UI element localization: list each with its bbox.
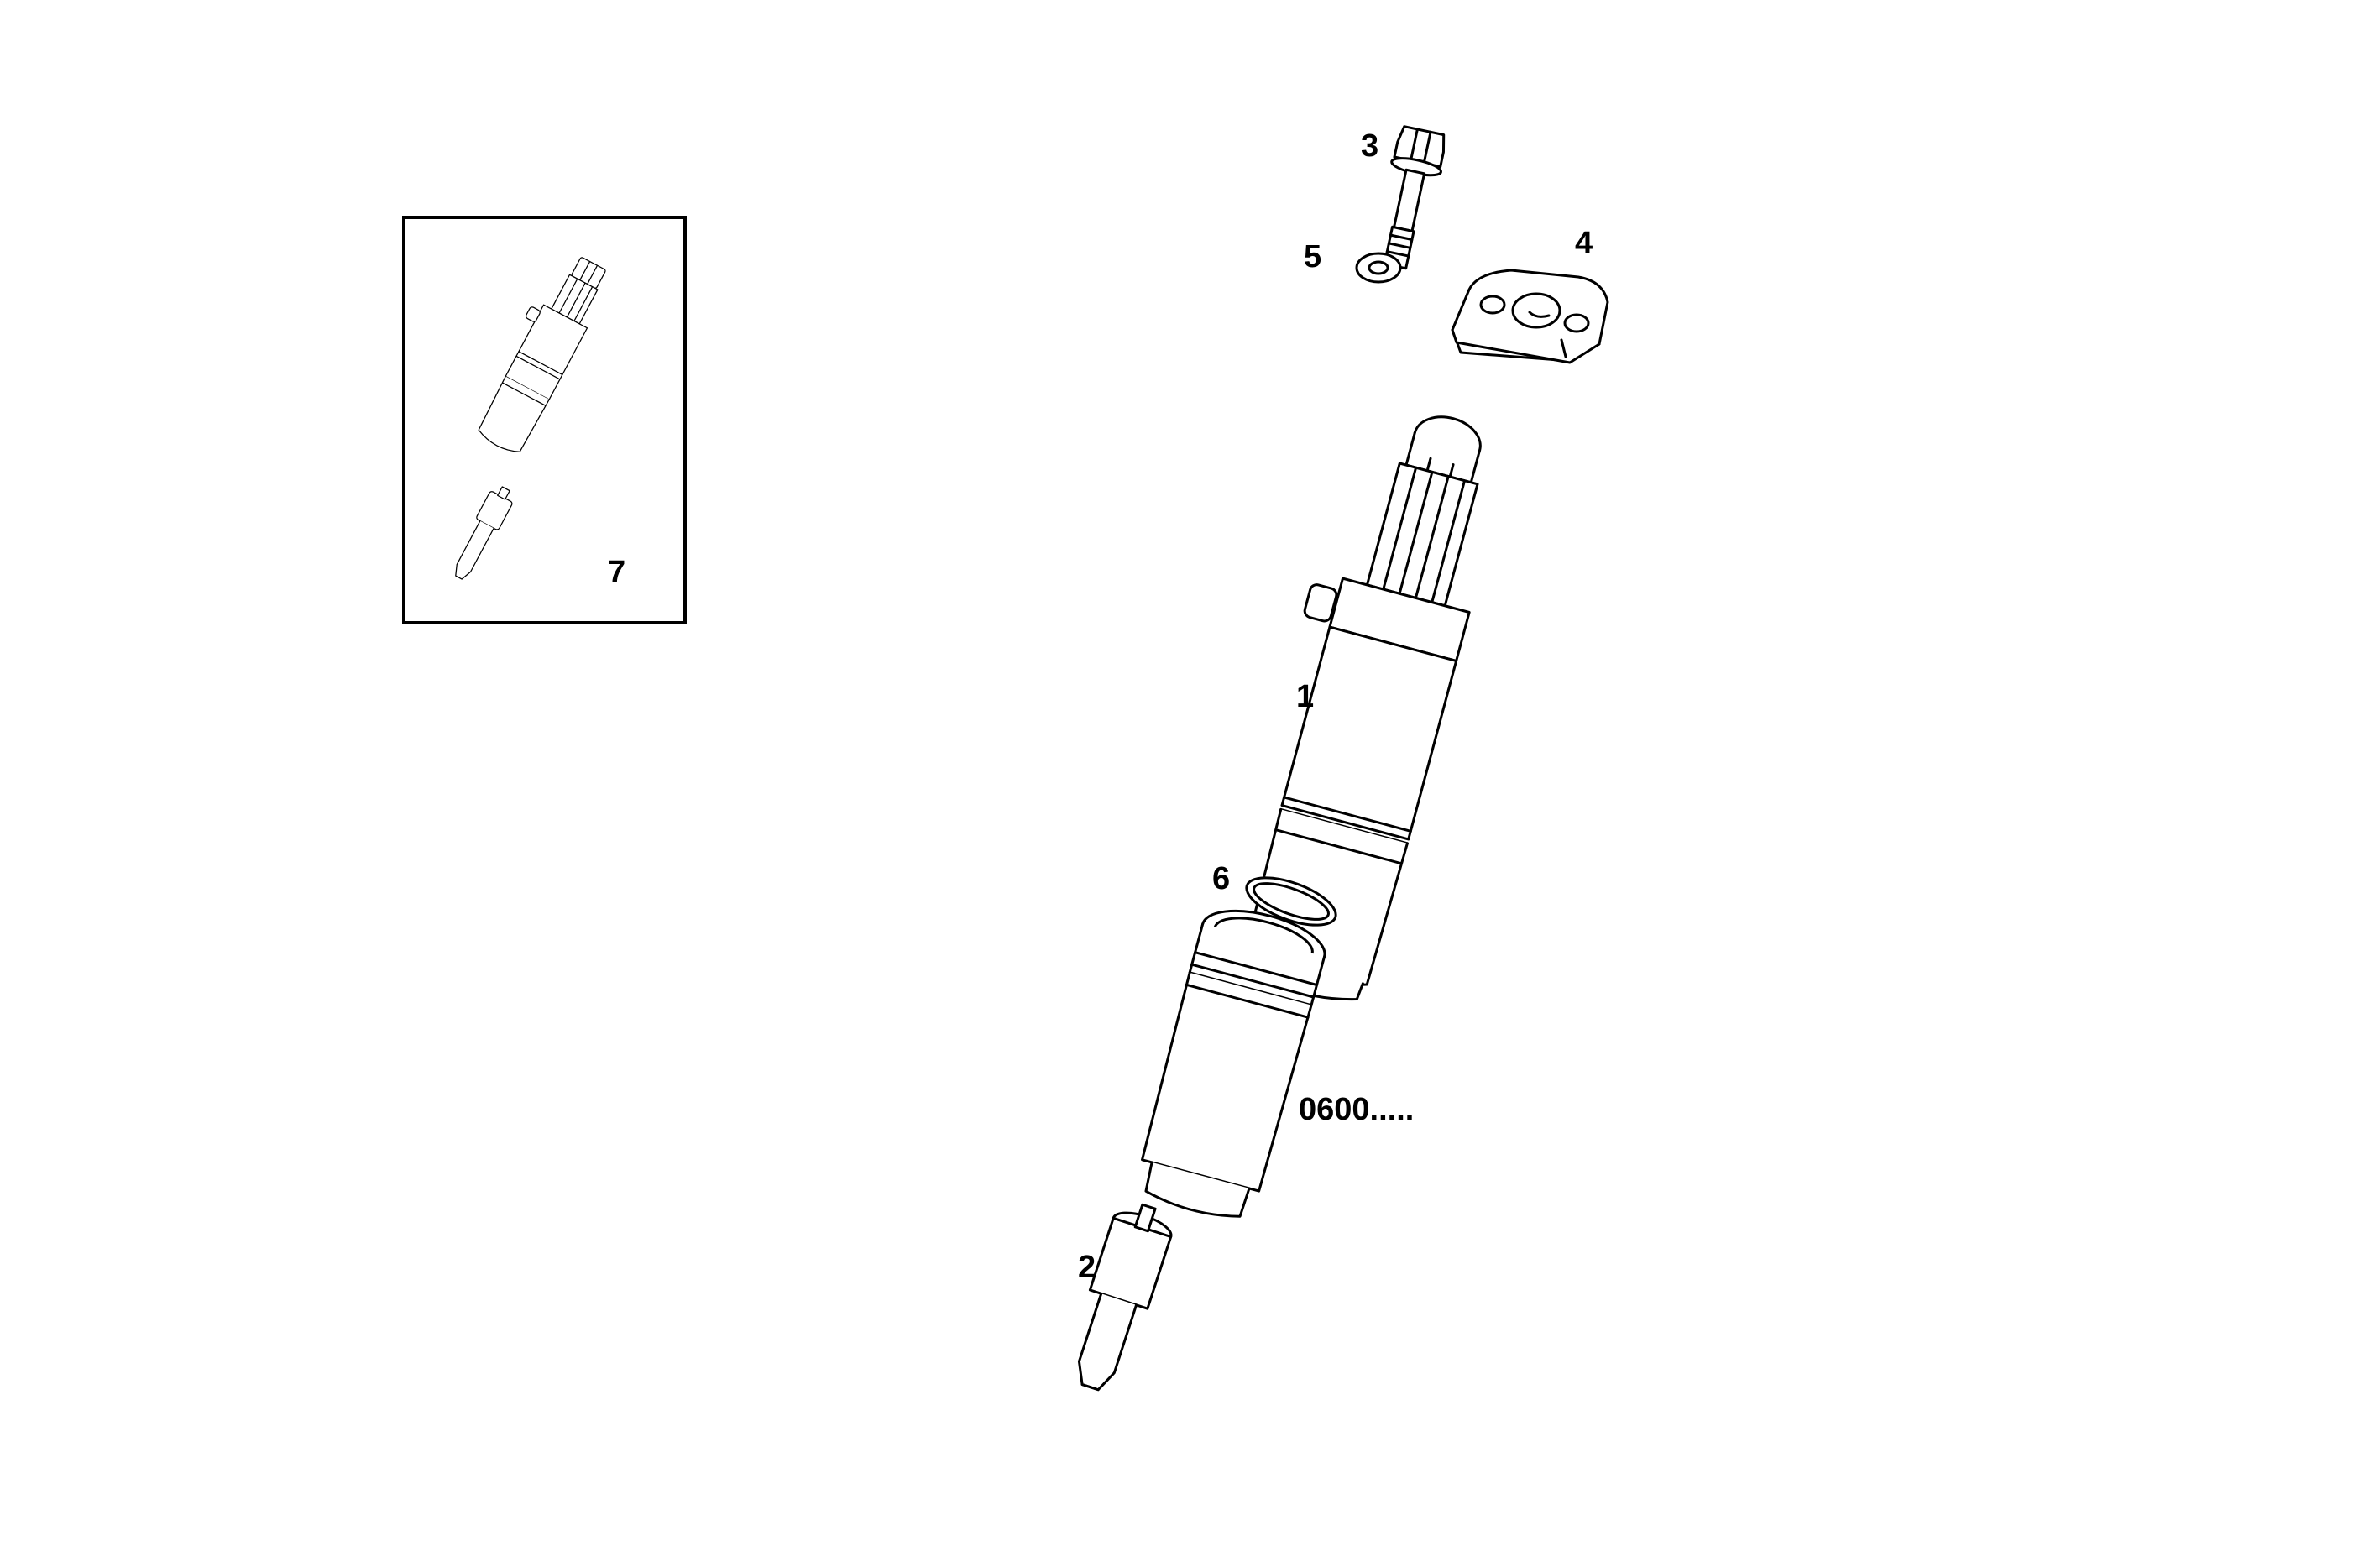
inset-nozzle [455, 486, 513, 580]
callout-2: 2 [1078, 1250, 1096, 1285]
part-code-label: 0600..... [1299, 1092, 1414, 1127]
callout-7: 7 [608, 555, 625, 590]
seal-ring [1245, 876, 1337, 927]
callout-4: 4 [1575, 226, 1593, 261]
bolt [1383, 125, 1446, 270]
callout-1: 1 [1296, 679, 1314, 714]
nozzle [1077, 1203, 1173, 1392]
callout-6: 6 [1212, 861, 1230, 896]
callout-3: 3 [1361, 128, 1378, 164]
sleeve [1141, 909, 1326, 1218]
inset-injector-assembly [478, 257, 606, 452]
callout-5: 5 [1304, 239, 1321, 274]
washer [1355, 252, 1402, 284]
clamp-plate [1451, 269, 1609, 364]
inset-frame [402, 216, 687, 624]
